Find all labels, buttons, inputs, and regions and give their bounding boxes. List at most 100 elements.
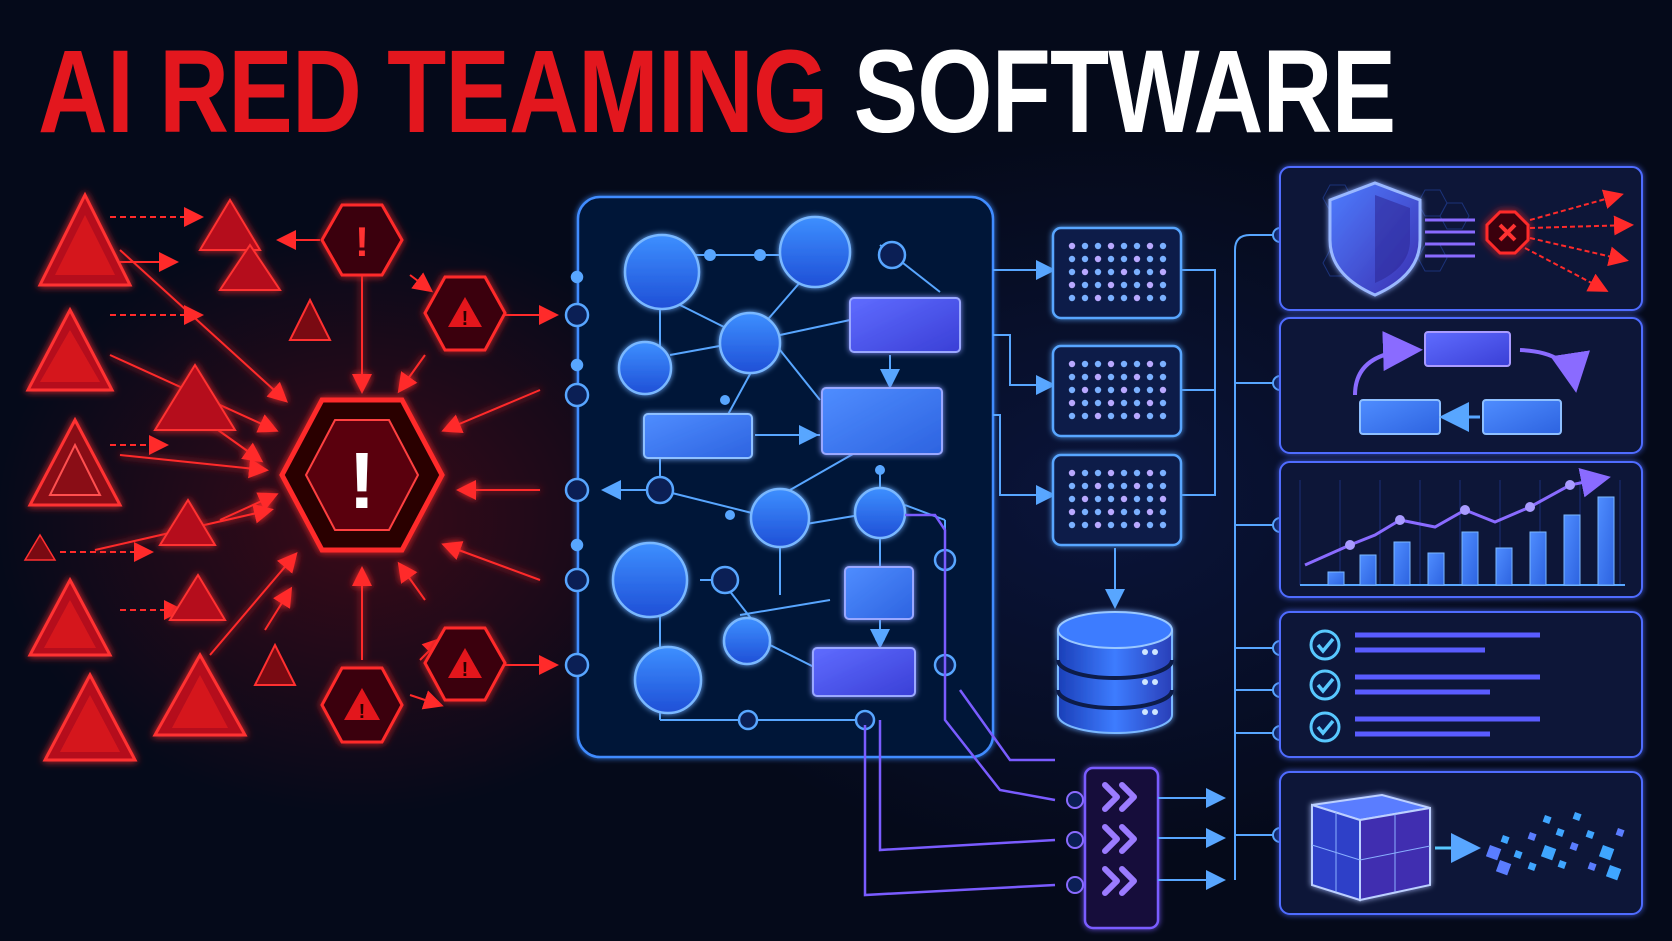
cycle-process-panel xyxy=(1279,317,1643,454)
matrix-dot xyxy=(1146,495,1154,503)
matrix-dot xyxy=(1159,294,1167,302)
matrix-dot xyxy=(1081,412,1089,420)
matrix-dot xyxy=(1120,281,1128,289)
matrix-dot xyxy=(1068,412,1076,420)
growth-chart-panel xyxy=(1279,461,1643,598)
matrix-dot xyxy=(1107,482,1115,490)
threat-cluster: ! ! ! ! ! xyxy=(23,191,559,762)
checklist-panel xyxy=(1279,611,1643,758)
matrix-dot xyxy=(1081,482,1089,490)
matrix-dot xyxy=(1094,508,1102,516)
matrix-dot xyxy=(1146,373,1154,381)
matrix-dot xyxy=(1094,386,1102,394)
particle-cube xyxy=(1572,811,1582,821)
matrix-dot xyxy=(1159,399,1167,407)
check-circle-icon xyxy=(1309,669,1341,701)
matrix-dot xyxy=(1133,386,1141,394)
threat-triangle-icon xyxy=(198,198,282,291)
matrix-dot xyxy=(1068,255,1076,263)
shield-defense-panel xyxy=(1279,166,1643,311)
matrix-dot xyxy=(1094,360,1102,368)
matrix-dot xyxy=(1081,360,1089,368)
particle-cube xyxy=(1555,827,1565,837)
alert-hexagon-icon: ! xyxy=(423,626,507,702)
matrix-dot xyxy=(1159,482,1167,490)
matrix-dot xyxy=(1107,508,1115,516)
cube-icon xyxy=(1311,793,1431,902)
matrix-dot xyxy=(1068,469,1076,477)
matrix-dot xyxy=(1133,399,1141,407)
matrix-dot xyxy=(1107,294,1115,302)
database-icon xyxy=(1056,611,1174,734)
matrix-block xyxy=(1051,344,1183,438)
matrix-dot xyxy=(1146,360,1154,368)
matrix-dot xyxy=(1159,242,1167,250)
matrix-dot xyxy=(1146,399,1154,407)
matrix-dot xyxy=(1081,281,1089,289)
central-alert-hexagon-icon: ! xyxy=(279,397,445,553)
matrix-dot xyxy=(1120,412,1128,420)
threat-triangle-icon xyxy=(152,651,248,737)
threat-triangle-icon xyxy=(27,576,113,657)
matrix-dot xyxy=(1133,360,1141,368)
matrix-block xyxy=(1051,453,1183,547)
matrix-dot xyxy=(1146,521,1154,529)
threat-triangle-icon xyxy=(23,297,332,686)
matrix-dot xyxy=(1094,469,1102,477)
matrix-dot xyxy=(1094,268,1102,276)
threat-triangle-icon xyxy=(27,416,123,507)
check-circle-icon xyxy=(1309,629,1341,661)
page-title: AI RED TEAMING SOFTWARE xyxy=(38,22,1396,162)
matrix-dot xyxy=(1133,268,1141,276)
matrix-dot xyxy=(1068,521,1076,529)
matrix-dot xyxy=(1081,242,1089,250)
matrix-dot xyxy=(1081,373,1089,381)
matrix-dot xyxy=(1120,255,1128,263)
matrix-dot xyxy=(1120,242,1128,250)
particle-cube xyxy=(1585,830,1595,839)
matrix-dot xyxy=(1120,482,1128,490)
matrix-dot xyxy=(1107,412,1115,420)
matrix-dot xyxy=(1094,281,1102,289)
matrix-dot xyxy=(1094,373,1102,381)
particle-cube xyxy=(1540,845,1557,861)
matrix-dot xyxy=(1159,469,1167,477)
matrix-dot xyxy=(1120,294,1128,302)
matrix-dot xyxy=(1081,294,1089,302)
matrix-dot xyxy=(1081,495,1089,503)
matrix-dot xyxy=(1120,360,1128,368)
matrix-dot xyxy=(1120,373,1128,381)
matrix-dot xyxy=(1081,268,1089,276)
matrix-dot xyxy=(1133,281,1141,289)
matrix-dot xyxy=(1107,242,1115,250)
matrix-dot xyxy=(1133,294,1141,302)
matrix-dot xyxy=(1159,281,1167,289)
pipeline-block xyxy=(1066,766,1226,930)
particle-cube xyxy=(1527,831,1537,841)
matrix-dot xyxy=(1159,412,1167,420)
cycle-arrows-icon xyxy=(1353,331,1590,435)
matrix-dot xyxy=(1120,386,1128,394)
matrix-dot xyxy=(1068,281,1076,289)
particle-cube xyxy=(1527,861,1537,871)
bar-line-chart-icon xyxy=(1299,467,1625,586)
matrix-dot xyxy=(1159,360,1167,368)
matrix-dot xyxy=(1068,482,1076,490)
matrix-dot xyxy=(1133,242,1141,250)
matrix-dot xyxy=(1081,255,1089,263)
matrix-dot xyxy=(1107,399,1115,407)
matrix-dot xyxy=(1081,469,1089,477)
matrix-dot xyxy=(1133,255,1141,263)
matrix-dot xyxy=(1159,255,1167,263)
matrix-dot xyxy=(1159,521,1167,529)
matrix-dot xyxy=(1068,508,1076,516)
matrix-dot xyxy=(1094,399,1102,407)
particle-cube xyxy=(1605,865,1622,881)
matrix-dot xyxy=(1146,469,1154,477)
check-circle-icon xyxy=(1309,711,1341,743)
svg-text:!: ! xyxy=(349,436,376,525)
svg-text:!: ! xyxy=(355,218,369,265)
matrix-dot xyxy=(1068,373,1076,381)
workflow-graph-panel xyxy=(564,195,1056,897)
